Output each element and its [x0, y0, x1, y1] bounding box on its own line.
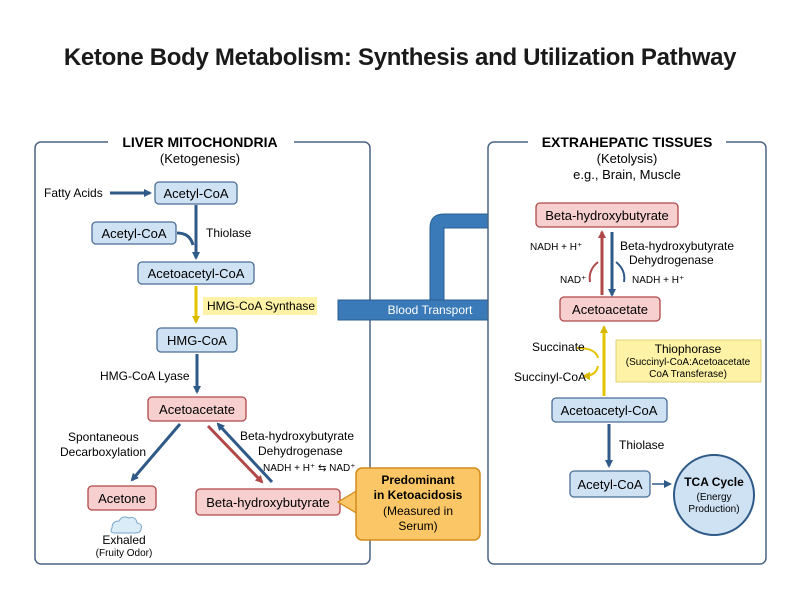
- acetyl-coa-second-label: Acetyl-CoA: [101, 226, 166, 241]
- thiophorase-label-1: Thiophorase: [655, 342, 722, 356]
- nad-left-label: NAD⁺: [560, 275, 586, 286]
- tca-label-2: (Energy: [696, 492, 731, 503]
- acetyl-coa-extra-node: Acetyl-CoA: [569, 470, 651, 498]
- decarboxylation-arrow: [130, 423, 182, 482]
- cloud-icon: [110, 516, 142, 534]
- acetoacetate-extra-label: Acetoacetate: [572, 302, 648, 317]
- blood-transport-label: Blood Transport: [388, 303, 473, 317]
- acetyl-coa-top-node: Acetyl-CoA: [154, 181, 238, 205]
- nadh-curve: [615, 261, 626, 283]
- hmg-synthase-highlight: [203, 297, 317, 315]
- succinate-curve: [576, 347, 599, 359]
- fruity-odor-label: (Fruity Odor): [96, 548, 153, 559]
- acetone-label: Acetone: [98, 491, 146, 506]
- bhbd-liver-label-2: Dehydrogenase: [258, 444, 343, 458]
- extra-examples: e.g., Brain, Muscle: [573, 167, 681, 182]
- extrahepatic-panel: EXTRAHEPATIC TISSUES (Ketolysis) e.g., B…: [487, 132, 767, 565]
- acetoacetate-extra-node: Acetoacetate: [559, 296, 661, 322]
- thiolase-extra-label: Thiolase: [619, 438, 665, 452]
- thiophorase-highlight: [615, 339, 762, 383]
- thiophorase-label-2: (Succinyl-CoA:Acetoacetate: [626, 357, 751, 368]
- bhb-extra-node: Beta-hydroxybutyrate: [535, 202, 679, 228]
- bhb-liver-node: Beta-hydroxybutyrate: [195, 488, 341, 516]
- liver-header: LIVER MITOCHONDRIA: [122, 134, 277, 150]
- thiophorase-label-3: CoA Transferase): [649, 369, 727, 380]
- acetyl-coa-extra-label: Acetyl-CoA: [577, 477, 642, 492]
- nad-curve: [588, 261, 599, 283]
- acetoacetate-liver-node: Acetoacetate: [147, 396, 247, 422]
- acetoacetate-liver-label: Acetoacetate: [159, 402, 235, 417]
- nadh-h-left-label: NADH + H⁺: [530, 242, 582, 253]
- spontaneous-label-1: Spontaneous: [68, 430, 139, 444]
- succinyl-coa-label: Succinyl-CoA: [514, 370, 586, 384]
- fatty-acids-label: Fatty Acids: [44, 186, 103, 200]
- hmg-coa-label: HMG-CoA: [167, 333, 227, 348]
- callout-line-2: in Ketoacidosis: [374, 488, 463, 502]
- bhbd-extra-label-2: Dehydrogenase: [629, 253, 714, 267]
- extra-subheader: (Ketolysis): [597, 151, 658, 166]
- bhbd-reverse-arrow: [216, 422, 274, 484]
- hmg-synthase-label: HMG-CoA Synthase: [207, 299, 315, 313]
- extra-header: EXTRAHEPATIC TISSUES: [542, 134, 713, 150]
- acetyl-coa-second-node: Acetyl-CoA: [91, 221, 177, 245]
- acetoacetyl-coa-node: Acetoacetyl-CoA: [137, 261, 255, 285]
- acetoacetyl-coa-extra-label: Acetoacetyl-CoA: [561, 403, 658, 418]
- succinyl-curve: [582, 365, 599, 380]
- acetone-node: Acetone: [87, 485, 157, 511]
- acetoacetyl-coa-extra-node: Acetoacetyl-CoA: [551, 397, 668, 423]
- bhb-liver-label: Beta-hydroxybutyrate: [206, 495, 330, 510]
- callout-line-3: (Measured in: [383, 504, 453, 518]
- thiolase-label: Thiolase: [206, 226, 252, 240]
- tca-label-3: Production): [688, 504, 739, 515]
- acetyl-join-curve: [176, 231, 195, 246]
- hmg-coa-node: HMG-CoA: [156, 327, 238, 353]
- ketoacidosis-callout: Predominant in Ketoacidosis (Measured in…: [336, 467, 481, 541]
- extra-header-bg: [528, 132, 726, 152]
- acetoacetyl-coa-label: Acetoacetyl-CoA: [148, 266, 245, 281]
- callout-box: [355, 467, 481, 541]
- bhbd-forward-arrow: [206, 424, 264, 484]
- acetyl-coa-top-label: Acetyl-CoA: [163, 186, 228, 201]
- callout-line-4: Serum): [398, 519, 437, 533]
- tca-cycle-circle: [673, 454, 755, 536]
- spontaneous-label-2: Decarboxylation: [60, 445, 146, 459]
- succinate-label: Succinate: [532, 340, 585, 354]
- exhaled-label: Exhaled: [102, 533, 145, 547]
- callout-line-1: Predominant: [381, 473, 454, 487]
- hmg-lyase-label: HMG-CoA Lyase: [100, 369, 190, 383]
- liver-header-bg: [108, 132, 294, 152]
- liver-subheader: (Ketogenesis): [160, 151, 240, 166]
- tca-label-1: TCA Cycle: [684, 475, 744, 489]
- nadh-h-right-label: NADH + H⁺: [632, 275, 684, 286]
- liver-panel: LIVER MITOCHONDRIA (Ketogenesis) Fatty A…: [34, 132, 371, 565]
- nadh-nad-liver-label: NADH + H⁺ ⇆ NAD⁺: [263, 463, 356, 474]
- bhbd-liver-label-1: Beta-hydroxybutyrate: [240, 429, 354, 443]
- diagram-title: Ketone Body Metabolism: Synthesis and Ut…: [63, 44, 737, 71]
- bhbd-extra-label-1: Beta-hydroxybutyrate: [620, 239, 734, 253]
- bhb-extra-label: Beta-hydroxybutyrate: [545, 208, 669, 223]
